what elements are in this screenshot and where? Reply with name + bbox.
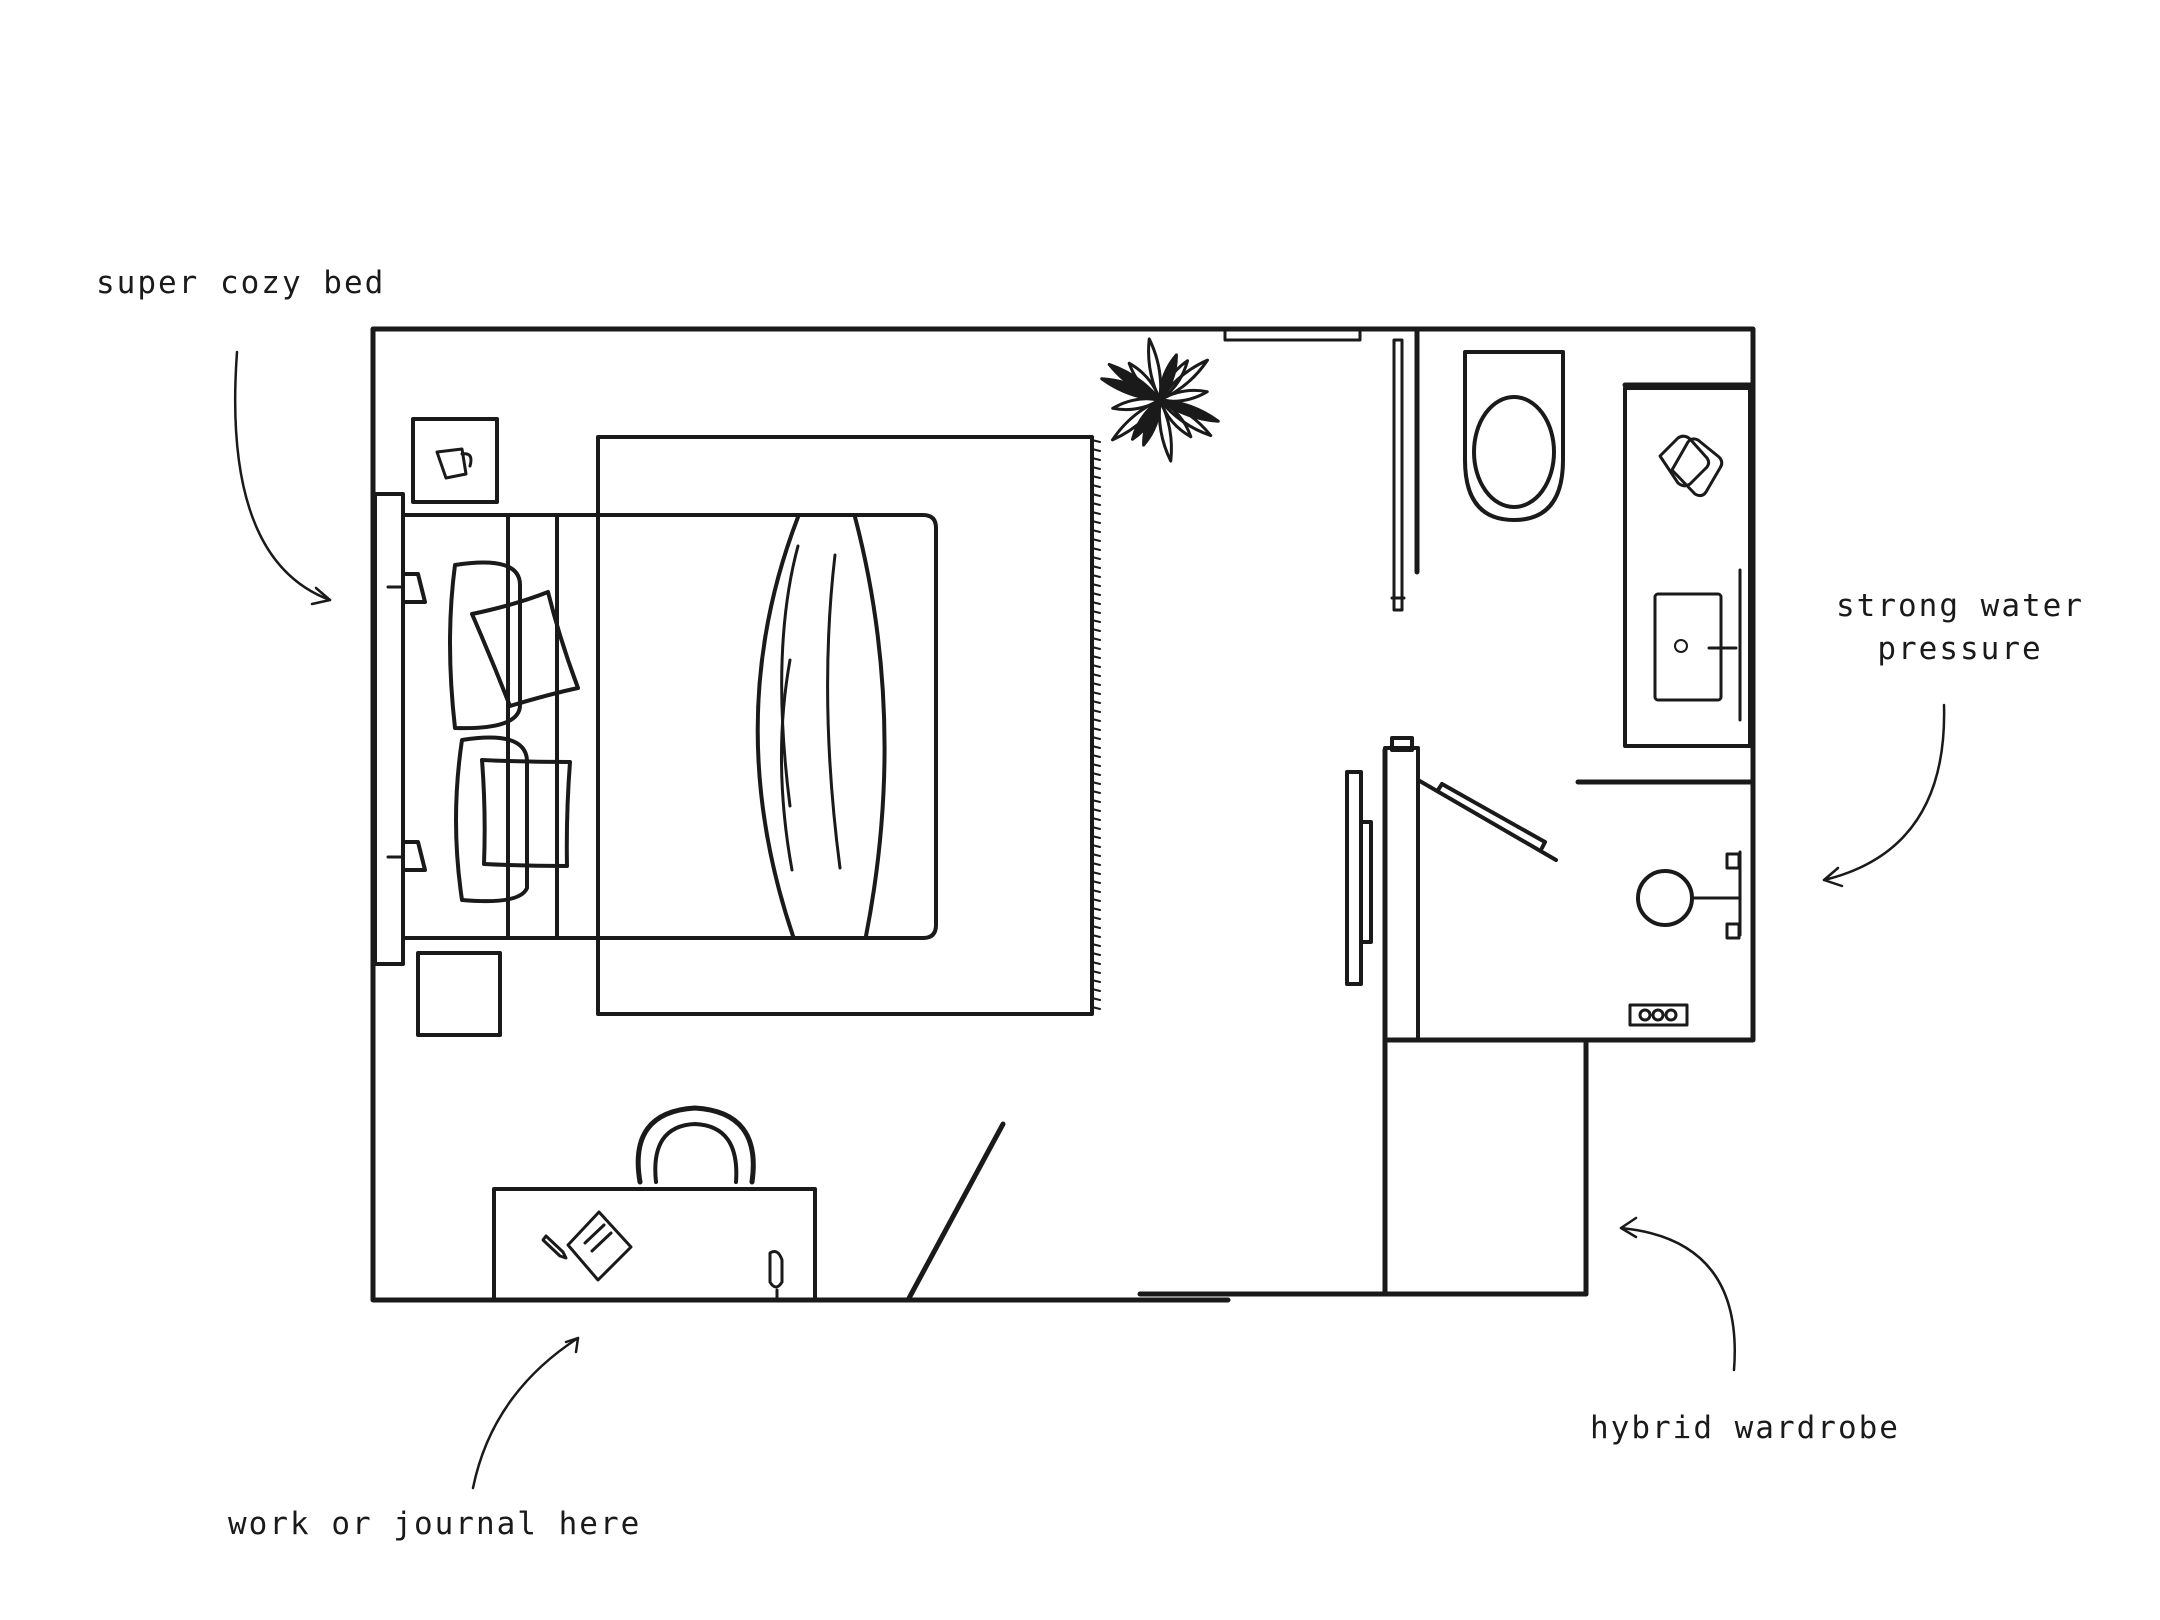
label-desk: work or journal here bbox=[228, 1506, 642, 1542]
drain-icon bbox=[1628, 1003, 1689, 1027]
shower-block bbox=[1345, 736, 1420, 1042]
plant-leaf bbox=[1130, 398, 1162, 441]
plant-leaf bbox=[1158, 358, 1209, 402]
arrow-shower bbox=[1822, 703, 1946, 888]
label-wardrobe: hybrid wardrobe bbox=[1590, 1410, 1900, 1446]
bed bbox=[401, 513, 938, 940]
label-shower-line1: strong water bbox=[1836, 588, 2084, 624]
plant-leaf bbox=[1158, 398, 1213, 438]
nightstands bbox=[411, 417, 502, 1037]
vanity bbox=[1623, 386, 1752, 748]
desk-chair bbox=[635, 1105, 756, 1185]
glass-door bbox=[1416, 778, 1558, 862]
arrow-desk bbox=[471, 1336, 580, 1490]
plant-leaf bbox=[1111, 397, 1162, 412]
wall-lamps bbox=[386, 572, 427, 872]
shower-head-icon bbox=[1636, 850, 1742, 940]
plant-leaf bbox=[1158, 359, 1190, 402]
label-shower-line2: pressure bbox=[1877, 631, 2043, 667]
phone-icon bbox=[768, 1250, 784, 1302]
plant-icon bbox=[1100, 337, 1220, 463]
towels-icon bbox=[1658, 434, 1724, 498]
shower-partition bbox=[1390, 338, 1406, 612]
mug-icon bbox=[435, 447, 473, 480]
plant-leaf bbox=[1107, 362, 1162, 402]
headboard bbox=[373, 492, 405, 966]
notebook-icon bbox=[541, 1210, 633, 1282]
toilet-icon bbox=[1463, 350, 1565, 522]
plant-leaf bbox=[1147, 337, 1163, 402]
rug bbox=[596, 435, 1101, 1016]
desk bbox=[492, 1187, 817, 1302]
arrow-bed bbox=[233, 350, 332, 606]
pillows bbox=[448, 560, 580, 904]
walls bbox=[370, 326, 1756, 1303]
window bbox=[1223, 328, 1362, 342]
label-bed: super cozy bed bbox=[96, 265, 386, 301]
plant-leaf bbox=[1157, 398, 1173, 463]
label-shower: strong water pressure bbox=[1820, 585, 2100, 671]
arrow-wardrobe bbox=[1619, 1216, 1736, 1372]
